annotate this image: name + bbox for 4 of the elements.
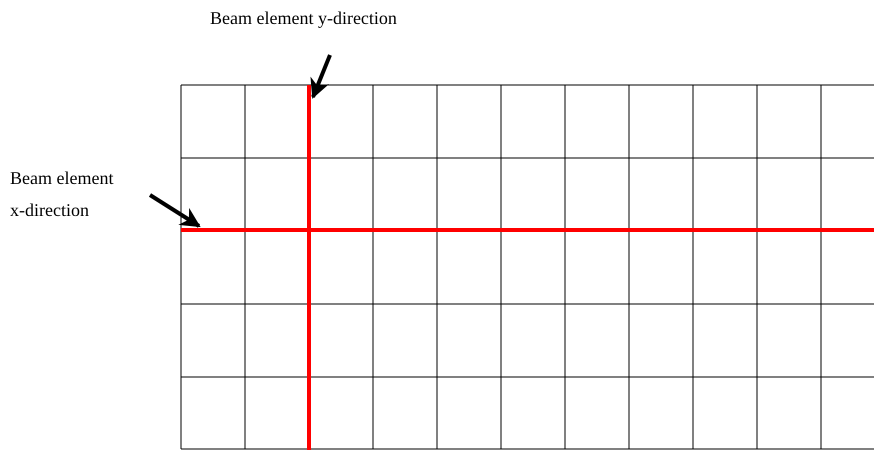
leader-arrow: [310, 54, 332, 99]
leader-arrow: [148, 193, 201, 228]
callout-label: Beam element x-direction: [10, 167, 114, 222]
callout-label: Beam element y-direction: [210, 7, 398, 30]
